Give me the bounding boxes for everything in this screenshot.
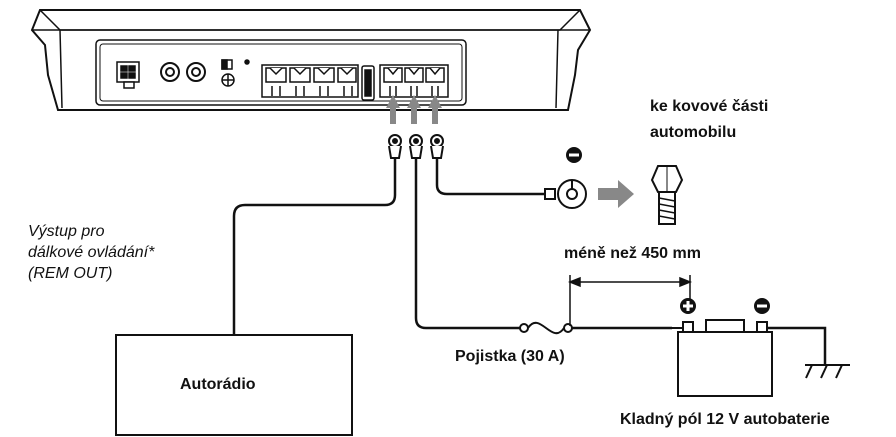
ring-terminals — [388, 134, 444, 159]
power-wire — [414, 158, 520, 330]
amp-power-connector — [116, 61, 140, 89]
insert-arrows — [386, 95, 442, 124]
negative-terminal-icon — [566, 147, 582, 163]
ground-target-label-line2: automobilu — [650, 124, 737, 141]
ground-symbol-icon — [805, 364, 850, 379]
distance-dimension — [567, 275, 693, 326]
gain-switch — [221, 59, 250, 87]
ground-target-label-line1: ke kovové části — [650, 98, 769, 115]
battery — [672, 319, 773, 397]
rca-input-jacks — [160, 62, 206, 82]
battery-ground-wire — [767, 326, 827, 365]
inline-fuse — [519, 321, 573, 335]
distance-label: méně než 450 mm — [564, 245, 701, 262]
to-chassis-arrow — [598, 180, 634, 208]
car-radio-box — [115, 334, 353, 436]
remote-wire — [232, 158, 397, 335]
wires — [232, 158, 827, 365]
battery-positive-label: Kladný pól 12 V autobaterie — [620, 411, 830, 428]
remote-out-label-line1: Výstup pro — [28, 223, 105, 240]
positive-terminal-icon — [680, 298, 696, 314]
ground-wire — [435, 158, 545, 196]
ground-ring-lug — [544, 179, 587, 209]
fuse-holder — [361, 65, 375, 101]
remote-out-label-line2: dálkové ovládání* — [28, 244, 155, 261]
negative-terminal-icon — [754, 298, 770, 314]
remote-out-label-line3: (REM OUT) — [28, 265, 113, 282]
speaker-terminal-block — [261, 64, 359, 98]
car-radio-label: Autorádio — [180, 376, 256, 393]
chassis-bolt — [650, 165, 684, 225]
fuse-label: Pojistka (30 A) — [455, 348, 565, 365]
power-terminal-block — [379, 64, 449, 98]
